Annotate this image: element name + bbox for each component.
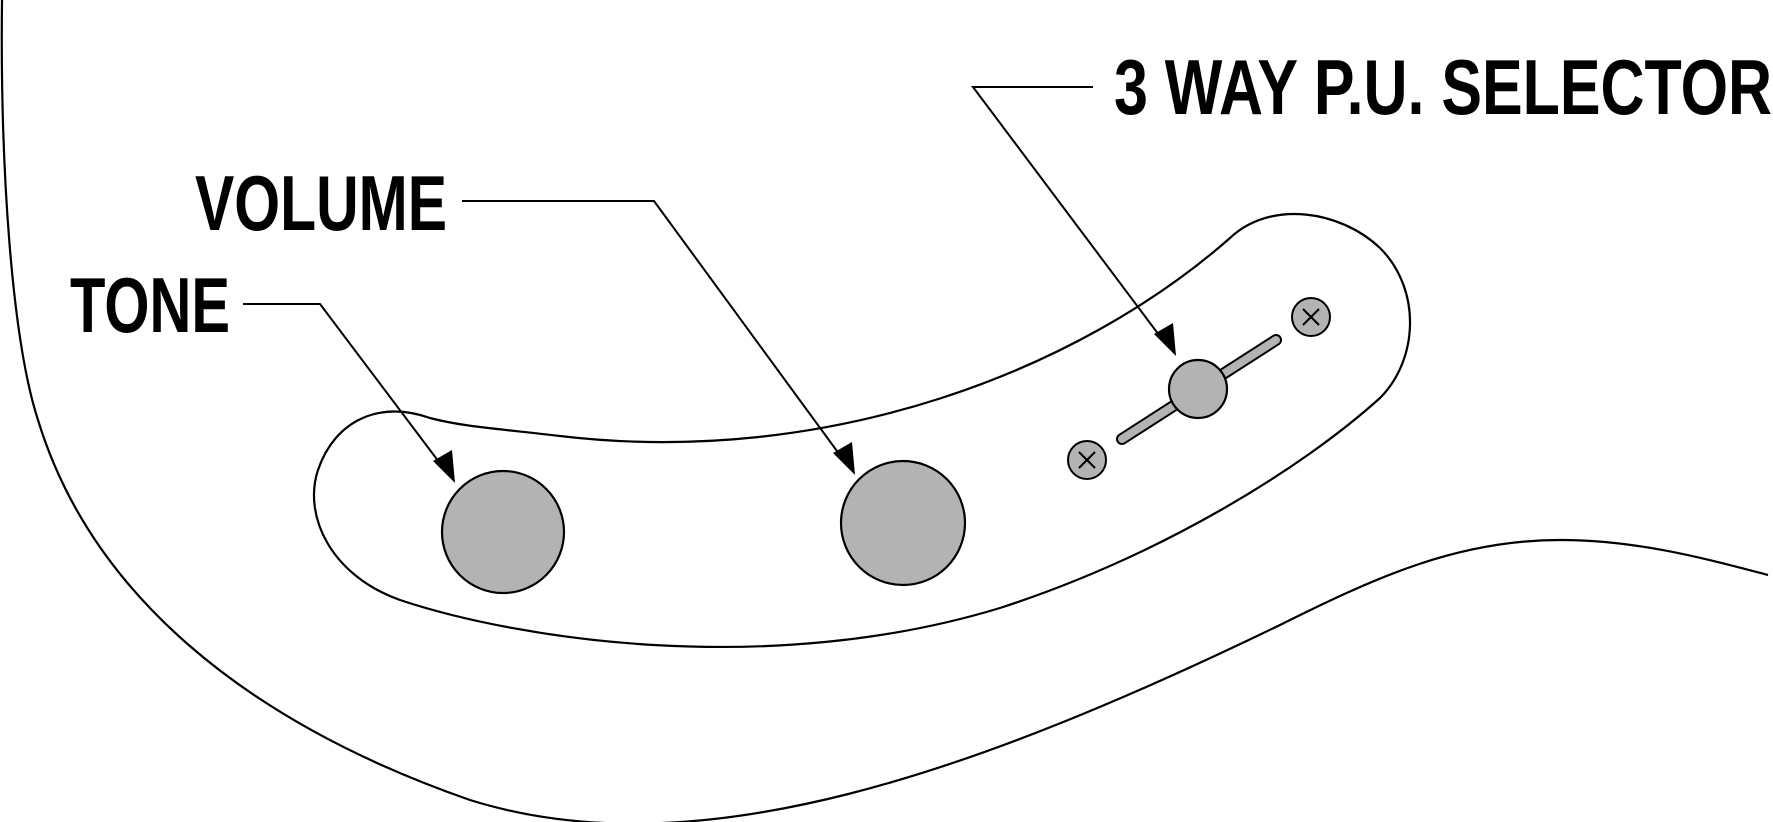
screw-icon	[1291, 297, 1331, 337]
screw-icon	[1067, 440, 1107, 480]
tone-leader-line	[243, 303, 446, 471]
tone-label: TONE	[70, 261, 230, 349]
tone-knob[interactable]	[440, 469, 566, 595]
arrow-icon	[433, 450, 455, 483]
selector-label: 3 WAY P.U. SELECTOR	[1114, 43, 1772, 131]
volume-leader-line	[462, 200, 846, 463]
volume-knob[interactable]	[839, 459, 967, 587]
selector-leader-line	[971, 86, 1166, 344]
pickup-selector-knob[interactable]	[1167, 358, 1229, 420]
arrow-icon	[1154, 323, 1176, 356]
arrow-icon	[833, 442, 855, 475]
volume-label: VOLUME	[195, 159, 447, 247]
control-plate-outline	[313, 212, 1412, 649]
